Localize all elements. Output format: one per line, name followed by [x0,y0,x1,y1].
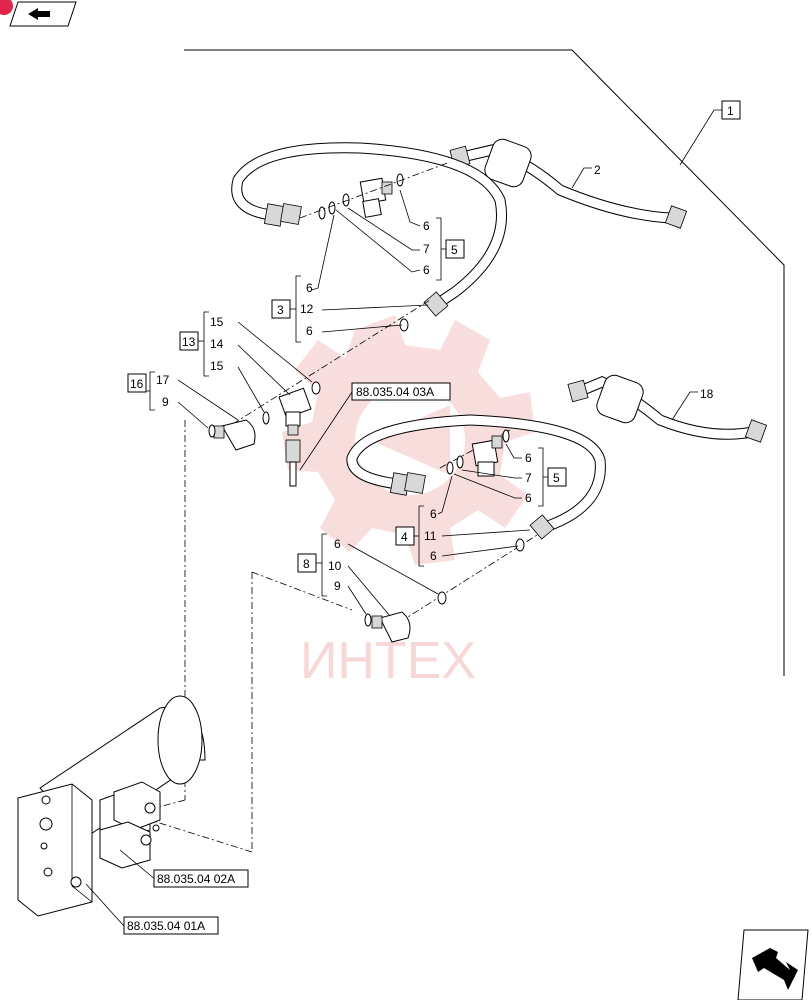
upper-hose-3 [231,142,507,317]
corner-nav-button[interactable] [0,0,77,27]
callout-3: 3 [277,303,284,317]
callout-18: 18 [700,387,714,401]
callout-16: 16 [130,377,144,391]
group8-item-1: 10 [328,559,342,573]
ref-01a[interactable]: 88.035.04 01A [127,919,205,933]
callout-1: 1 [727,104,734,118]
group3-item-1: 12 [300,302,314,316]
callout-2: 2 [594,163,601,177]
leader-2 [571,167,592,189]
group4-item-0: 6 [430,507,437,521]
group5b-item-2: 6 [525,491,532,505]
upper-tee-fitting [359,177,393,218]
callout-8: 8 [303,557,310,571]
watermark-gear-icon [282,315,535,565]
group16-item-0: 17 [156,373,170,387]
group5b-item-0: 6 [525,451,532,465]
sensor [285,439,301,487]
lower-hose-18 [567,374,768,443]
callout-box-1 [721,100,741,120]
callout-4: 4 [401,530,408,544]
group5a-item-1: 7 [423,242,430,256]
group3-item-0: 6 [306,281,313,295]
fitting-10 [371,611,411,643]
lower-tee-fitting [471,435,503,477]
group3-item-2: 6 [306,324,313,338]
ref-02a[interactable]: 88.035.04 02A [157,872,235,886]
watermark: ИНТЕХ [282,315,535,690]
group8-item-2: 9 [334,579,341,593]
group4-item-2: 6 [430,549,437,563]
arrow-back-icon [28,8,50,20]
group13-item-2: 15 [210,359,224,373]
watermark-text: ИНТЕХ [300,632,476,690]
valve-block-assembly [17,695,206,917]
frame-outline [184,49,785,676]
group13-item-1: 14 [210,337,224,351]
group8-item-0: 6 [334,537,341,551]
leader-1 [679,109,724,166]
group4-item-1: 11 [424,529,437,543]
group5a-item-2: 6 [423,263,430,277]
next-page-button[interactable] [737,929,809,1000]
fitting-17 [213,419,256,451]
ref-03a[interactable]: 88.035.04 03A [356,385,434,399]
arrow-next-icon [752,948,798,990]
group16-item-1: 9 [162,395,169,409]
callout-13: 13 [182,335,196,349]
upper-hose-2 [449,138,688,229]
group13-item-0: 15 [210,315,224,329]
group5a-item-0: 6 [423,219,430,233]
lower-hose-4 [346,414,606,540]
callout-5b: 5 [553,471,560,485]
group5b-item-1: 7 [525,471,532,485]
fitting-14 [278,387,312,436]
callout-5a: 5 [451,243,458,257]
